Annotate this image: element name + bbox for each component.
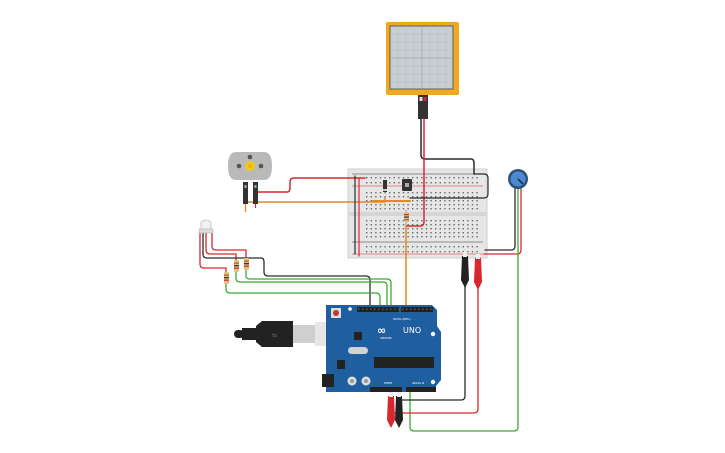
wire-bb-black-loop[interactable] (409, 173, 489, 199)
wire-motor-red[interactable] (255, 177, 366, 193)
atmega-chip (374, 357, 434, 368)
resistor-breadboard[interactable] (404, 210, 409, 226)
alligator-clip-black-breadboard[interactable] (461, 252, 469, 288)
header-digital-2 (401, 307, 433, 312)
wire-led-green-3[interactable] (245, 269, 392, 309)
power-label: POWER (384, 382, 393, 385)
wire-clip-black[interactable] (399, 284, 466, 401)
header-power (370, 387, 402, 392)
power-jack (322, 374, 334, 387)
wire-led-black[interactable] (202, 232, 371, 309)
wire-pot-black[interactable] (484, 188, 516, 251)
dc-motor[interactable] (228, 152, 272, 212)
arduino-brand: UNO (403, 326, 421, 335)
header-analog (406, 387, 436, 392)
alligator-clip-red-arduino[interactable] (387, 392, 395, 428)
arduino-logo-text: ARDUINO (380, 336, 392, 340)
transistor[interactable] (402, 179, 412, 191)
wire-led-green-2[interactable] (235, 271, 388, 309)
wire-sensor-black[interactable] (420, 118, 475, 175)
breadboard[interactable] (347, 168, 488, 259)
digital-label: DIGITAL (PWM~) (393, 318, 411, 321)
usb-icon: ⇆ (272, 332, 277, 339)
force-sensor-connector (418, 95, 428, 119)
wire-led-red-2[interactable] (205, 232, 237, 261)
arduino-uno[interactable]: ∞ UNO ARDUINO DIGITAL (PWM~) POWER ANALO… (322, 305, 441, 392)
resistor-led-3[interactable] (244, 258, 249, 270)
arduino-board (326, 305, 441, 392)
resistor-led-2[interactable] (234, 260, 239, 272)
usb-plug (256, 321, 293, 347)
wire-led-red-3[interactable] (211, 232, 247, 259)
reset-button[interactable] (333, 310, 339, 316)
arduino-logo-icon: ∞ (377, 324, 386, 337)
alligator-clip-red-breadboard[interactable] (474, 254, 482, 290)
alligator-clip-black-arduino[interactable] (395, 392, 403, 428)
force-sensor[interactable] (386, 22, 459, 119)
diode[interactable] (383, 180, 387, 192)
analog-label: ANALOG IN (412, 382, 425, 385)
usb-cable[interactable]: ⇆ (234, 321, 329, 347)
wire-led-red-1[interactable] (199, 232, 227, 275)
resistor-led-1[interactable] (224, 272, 229, 284)
force-sensor-face (389, 25, 454, 90)
wires (199, 118, 522, 432)
rgb-led[interactable] (198, 219, 214, 234)
potentiometer[interactable] (508, 169, 528, 189)
wire-clip-red[interactable] (391, 286, 479, 414)
wire-led-green-1[interactable] (225, 283, 381, 309)
force-sensor-grid (390, 26, 453, 89)
wire-sensor-red[interactable] (405, 118, 425, 227)
wire-pot-green[interactable] (409, 188, 519, 432)
wire-pot-red[interactable] (483, 188, 522, 255)
